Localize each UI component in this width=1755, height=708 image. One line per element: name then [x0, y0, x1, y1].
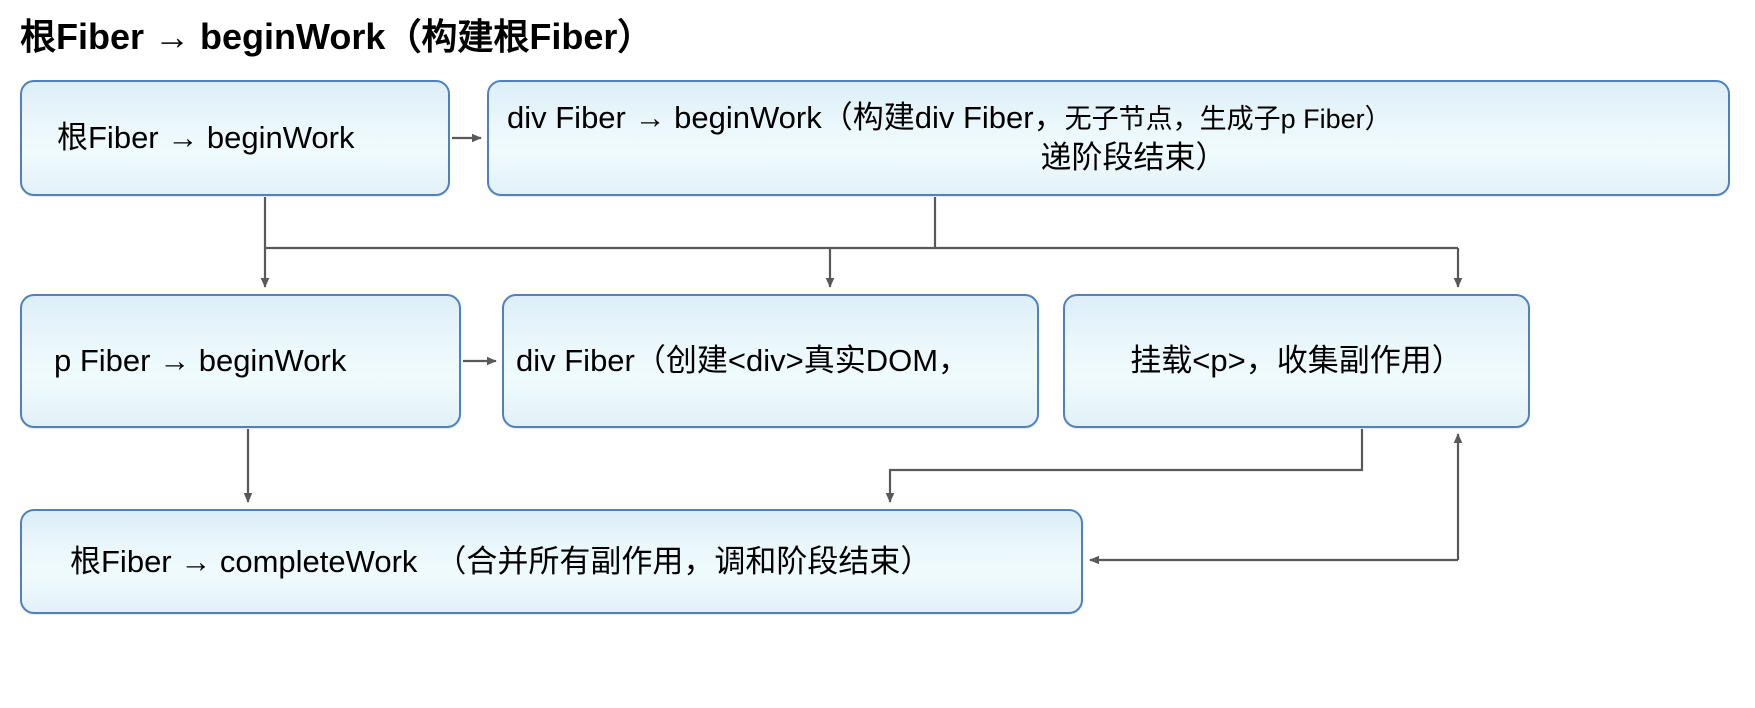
- node-mount-p-label: 挂载<p>，收集副作用）: [1130, 343, 1463, 379]
- node-div-begin-lead: div Fiber → beginWork: [507, 100, 822, 136]
- node-root-complete[interactable]: 根Fiber → completeWork （合并所有副作用，调和阶段结束）: [20, 509, 1083, 614]
- node-root-complete-main: 根Fiber → completeWork: [70, 543, 418, 579]
- page-title: 根Fiber → beginWork（构建根Fiber）: [20, 16, 654, 57]
- node-root-begin-label: 根Fiber → beginWork: [57, 120, 355, 156]
- node-div-begin-label: div Fiber → beginWork（构建div Fiber，无子节点，生…: [489, 98, 1728, 177]
- node-mount-p[interactable]: 挂载<p>，收集副作用）: [1063, 294, 1530, 428]
- node-div-complete[interactable]: div Fiber（创建<div>真实DOM，: [502, 294, 1039, 428]
- node-div-begin[interactable]: div Fiber → beginWork（构建div Fiber，无子节点，生…: [487, 80, 1730, 196]
- node-p-begin-label: p Fiber → beginWork: [54, 343, 347, 379]
- node-div-complete-label: div Fiber（创建<div>真实DOM，: [516, 343, 970, 379]
- node-div-begin-paren-note: 无子节点，生成子p Fiber）: [1064, 104, 1392, 135]
- node-root-complete-note: （合并所有副作用，调和阶段结束）: [435, 543, 932, 579]
- node-p-begin[interactable]: p Fiber → beginWork: [20, 294, 461, 428]
- node-root-begin[interactable]: 根Fiber → beginWork: [20, 80, 450, 196]
- node-div-begin-paren-tail: 递阶段结束）: [1040, 140, 1227, 175]
- node-div-begin-paren-open: （构建div Fiber，: [821, 100, 1065, 136]
- node-root-complete-label: 根Fiber → completeWork （合并所有副作用，调和阶段结束）: [22, 542, 1081, 582]
- edge-mount-p-to-root-complete: [885, 429, 1364, 503]
